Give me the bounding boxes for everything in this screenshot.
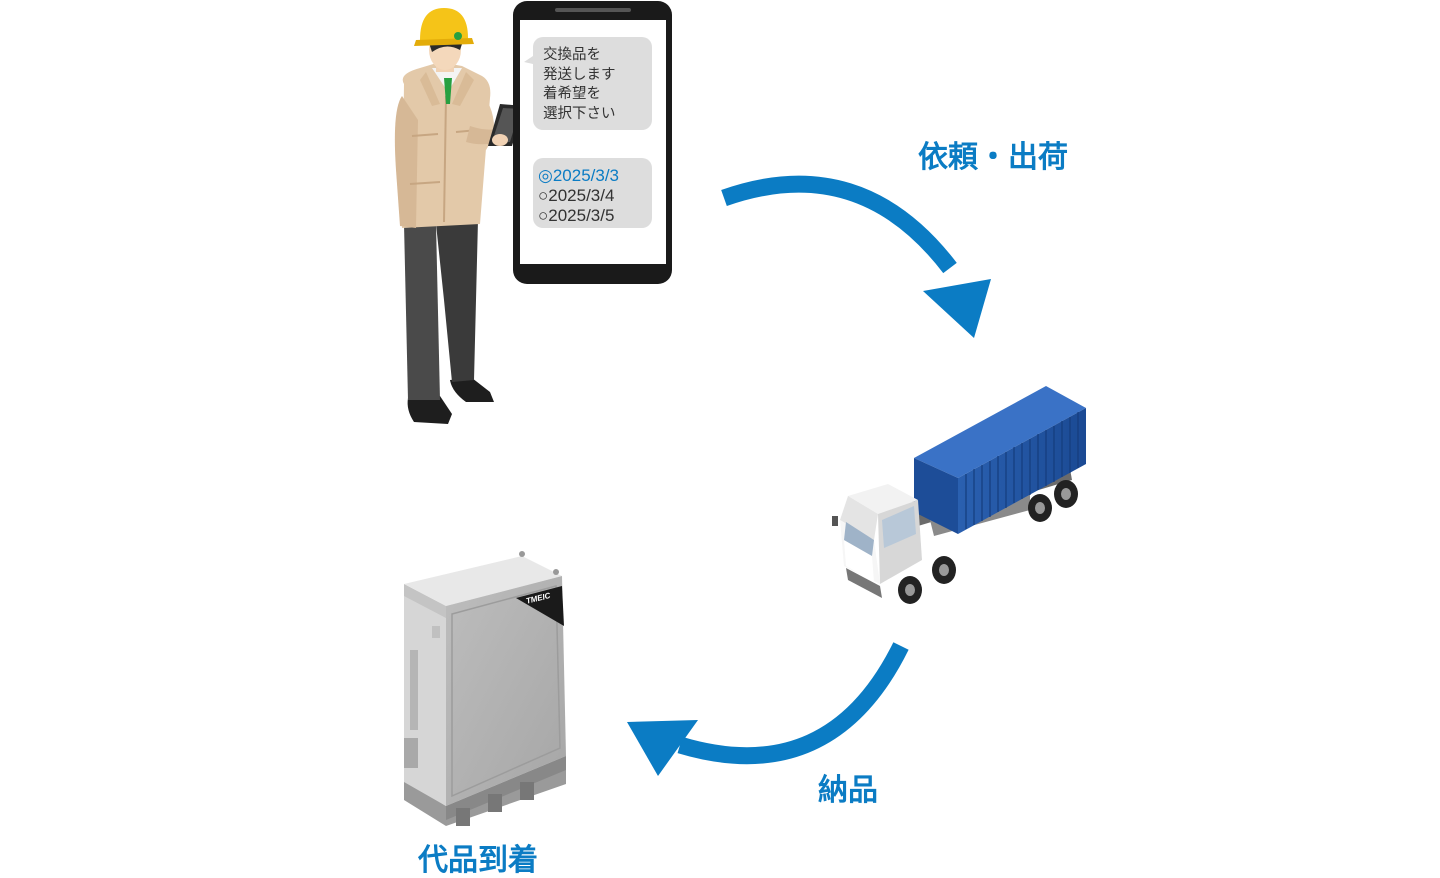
message-line: 発送します [543,66,616,83]
label-replacement-arrival: 代品到着 [418,843,538,878]
date-option[interactable]: ○2025/3/5 [538,206,615,225]
date-option-selected[interactable]: ◎2025/3/3 [538,166,620,185]
smartphone-icon [513,1,672,284]
message-bubble [533,37,652,130]
date-options: ◎2025/3/3 ○2025/3/4 ○2025/3/5 [538,166,619,226]
date-options-box [533,158,652,228]
arrow-icon [627,642,909,776]
label-delivery: 納品 [818,773,878,808]
label-request-shipment: 依頼・出荷 [918,140,1068,175]
worker-icon [394,8,524,424]
message-line: 選択下さい [543,105,616,122]
message-line: 交換品を [543,47,601,63]
phone-message: 交換品を 発送します 着希望を 選択下さい [543,46,616,124]
arrow-icon [721,175,991,338]
date-option[interactable]: ○2025/3/4 [538,186,615,205]
message-line: 着希望を [543,86,601,102]
truck-icon [832,386,1086,604]
cabinet-icon [404,551,566,826]
